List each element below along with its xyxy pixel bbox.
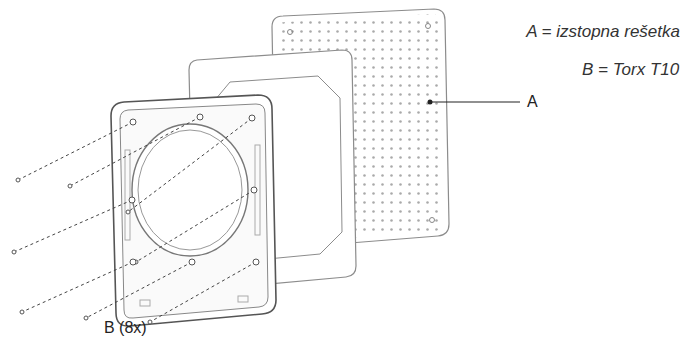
callout-count: B (8x) [104, 318, 147, 337]
screw-heads [12, 114, 259, 324]
screw-lines [14, 117, 256, 322]
leader-line [428, 100, 521, 105]
callout-letter: A [527, 92, 538, 111]
legend-note: B = Torx T10 [582, 60, 679, 80]
legend-note: A = izstopna rešetka [526, 22, 680, 42]
housing-frame [111, 95, 276, 326]
